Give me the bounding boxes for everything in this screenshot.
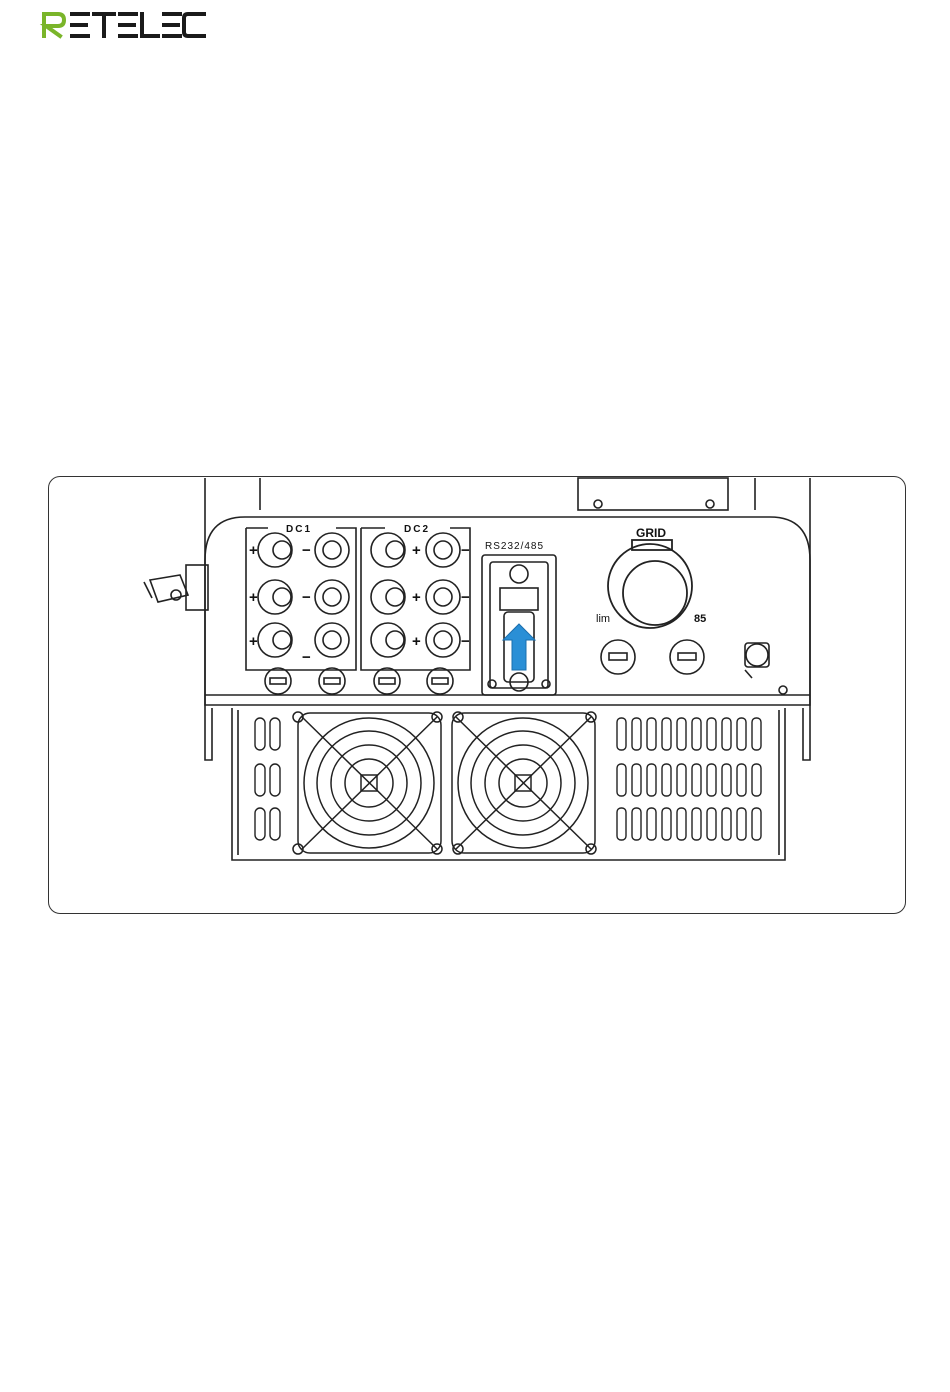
plus-mark: +	[249, 542, 258, 559]
dc2-minus-connector-1	[426, 533, 460, 567]
dc2-label: DC2	[404, 524, 430, 535]
dc1-label: DC1	[286, 524, 312, 535]
insert-arrow-icon	[503, 624, 535, 670]
dc1-plus-connector-3	[258, 623, 292, 657]
grid-terminal	[608, 540, 692, 628]
cooling-fan-1	[293, 712, 442, 854]
cable-gland	[670, 640, 704, 674]
earth-terminal	[745, 643, 769, 678]
side-walls	[205, 478, 810, 705]
comm-port-label: RS232/485	[485, 541, 544, 552]
dc2-plus-connector-1	[371, 533, 405, 567]
dc1-minus-connector-3	[315, 623, 349, 657]
minus-mark: −	[302, 589, 311, 606]
plus-mark: +	[412, 589, 421, 606]
vent-slots-right	[617, 718, 761, 840]
cable-gland	[374, 668, 400, 694]
dc1-group	[246, 528, 356, 670]
dc1-plus-connector-1	[258, 533, 292, 567]
grid-left-label: lim	[596, 613, 610, 625]
cable-gland	[319, 668, 345, 694]
vent-slots-left	[255, 718, 280, 840]
dc-switch	[144, 565, 208, 610]
minus-mark: −	[461, 633, 470, 650]
cable-gland	[427, 668, 453, 694]
minus-mark: −	[461, 589, 470, 606]
cable-gland	[601, 640, 635, 674]
minus-mark: −	[461, 542, 470, 559]
dc2-plus-connector-2	[371, 580, 405, 614]
dc2-minus-connector-2	[426, 580, 460, 614]
grid-label: GRID	[636, 526, 666, 540]
plus-mark: +	[249, 633, 258, 650]
cooling-fan-2	[452, 712, 596, 854]
plus-mark: +	[249, 589, 258, 606]
cable-gland	[265, 668, 291, 694]
plus-mark: +	[412, 542, 421, 559]
dc1-minus-connector-1	[315, 533, 349, 567]
dc1-minus-connector-2	[315, 580, 349, 614]
plus-mark: +	[412, 633, 421, 650]
dc1-plus-connector-2	[258, 580, 292, 614]
dc2-plus-connector-3	[371, 623, 405, 657]
ground-screw	[779, 686, 787, 694]
minus-mark: −	[302, 649, 311, 666]
grid-right-label: 85	[694, 613, 706, 625]
minus-mark: −	[302, 542, 311, 559]
dc2-minus-connector-3	[426, 623, 460, 657]
mount-bracket	[260, 478, 755, 510]
